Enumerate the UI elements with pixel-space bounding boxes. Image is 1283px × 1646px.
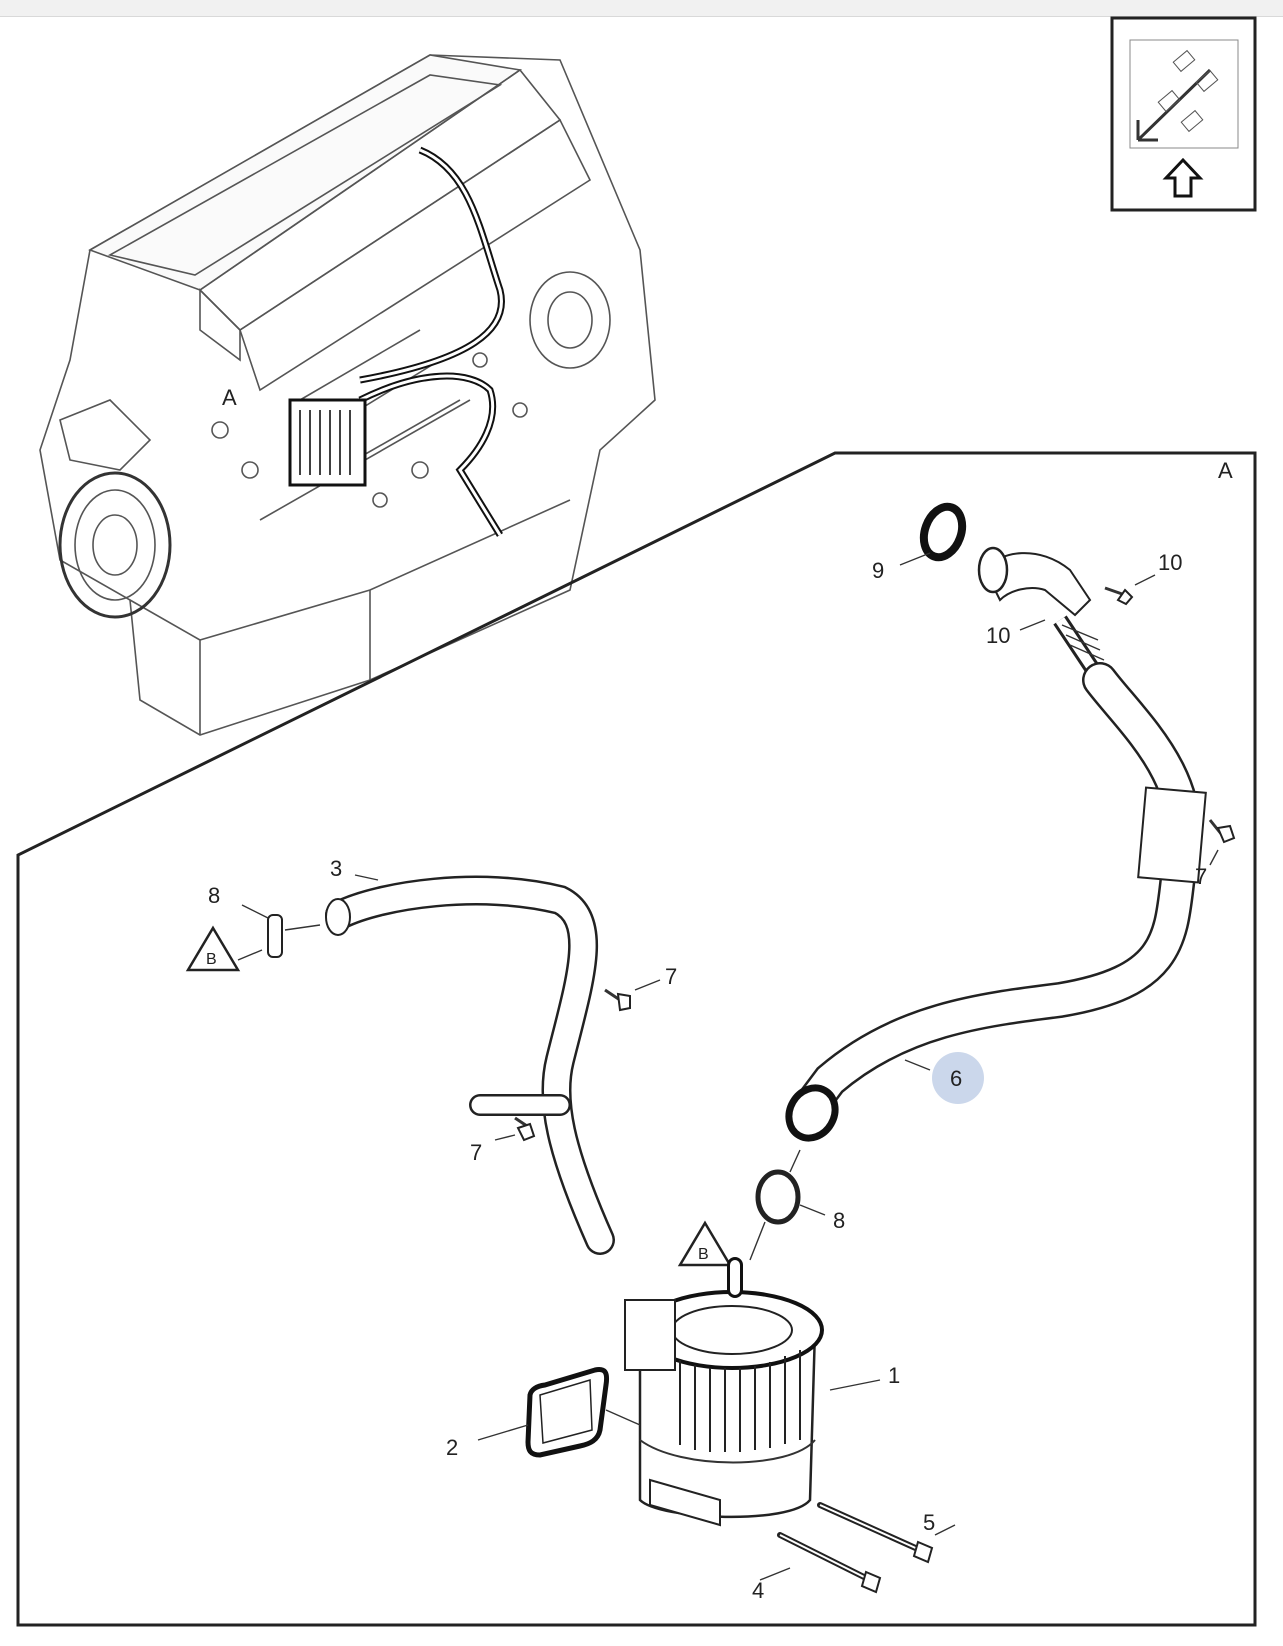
engine-overview-icon — [39, 54, 656, 736]
callout-4: 4 — [752, 1578, 764, 1603]
warning-triangle-icon — [677, 1220, 733, 1267]
clamp-left — [241, 904, 321, 958]
detail-view-label: A — [1218, 458, 1233, 483]
hose-main-part — [785, 662, 1207, 1142]
gasket-part — [477, 1367, 641, 1458]
bolt-lower — [759, 1532, 882, 1594]
bolt-bracket-mid — [604, 979, 661, 1012]
callout-7-right: 7 — [1195, 864, 1207, 889]
bolt-bracket-low — [494, 1116, 536, 1142]
hose-rear-part — [325, 875, 615, 1255]
leader-3 — [354, 874, 379, 881]
callout-7-low: 7 — [470, 1140, 482, 1165]
callout-6: 6 — [950, 1066, 962, 1091]
callout-7-mid: 7 — [665, 964, 677, 989]
callout-2: 2 — [446, 1435, 458, 1460]
detail-frame — [16, 451, 1257, 1627]
bolt-upper — [817, 1502, 956, 1564]
callout-3: 3 — [330, 856, 342, 881]
window-top-strip — [0, 0, 1283, 17]
callout-8-left: 8 — [208, 883, 220, 908]
callout-1: 1 — [888, 1363, 900, 1388]
leader-6 — [904, 1059, 931, 1071]
oil-separator-part — [624, 1257, 881, 1527]
callout-10-a: 10 — [1158, 550, 1182, 575]
leader-10-b — [1019, 619, 1046, 631]
callout-10-b: 10 — [986, 623, 1010, 648]
seal-ring-part — [899, 502, 967, 566]
callout-5: 5 — [923, 1510, 935, 1535]
bolt-bracket-right — [1208, 819, 1236, 866]
warning-letter-left: B — [206, 951, 217, 968]
clamp-lower — [749, 1149, 826, 1261]
orientation-box — [1110, 16, 1257, 212]
engine-view-label: A — [222, 385, 237, 410]
callout-9: 9 — [872, 558, 884, 583]
top-elbow-part — [977, 546, 1107, 685]
warning-triangle-icon — [185, 925, 263, 972]
warning-letter-lower: B — [698, 1246, 709, 1263]
bolt-top-a — [1104, 574, 1156, 606]
orientation-arrow-icon — [1129, 39, 1239, 198]
highlight-marker — [932, 1052, 984, 1104]
callout-8-lower: 8 — [833, 1208, 845, 1233]
